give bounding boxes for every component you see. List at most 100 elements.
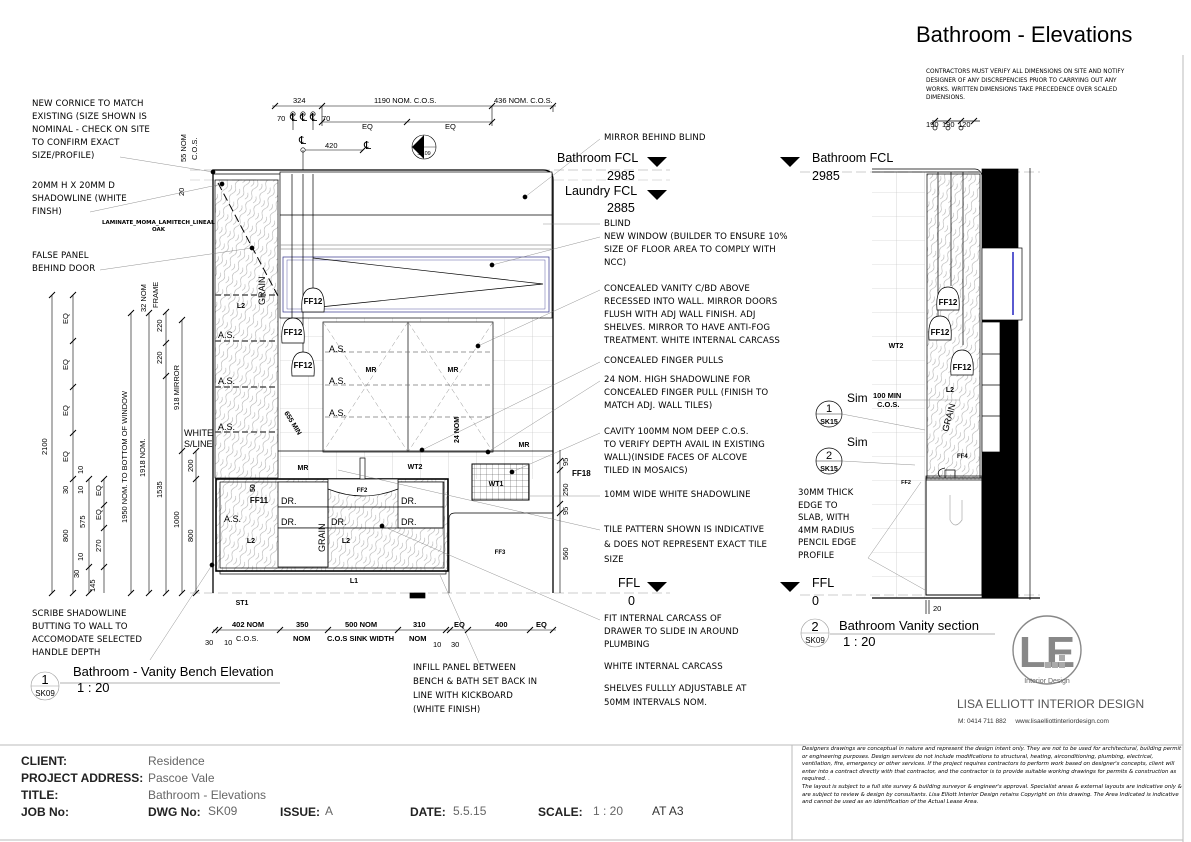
date-label: DATE: [410,805,446,819]
dim-10: 10 [76,466,85,474]
dim-190: 190 [942,120,955,129]
level-laundry-fcl-value: 2885 [607,201,635,215]
page-title: Bathroom - Elevations [916,22,1133,47]
dim-32: 32 NOM [139,284,148,312]
dim-120: 120 [958,120,971,129]
dim-200: 200 [186,459,195,472]
level-bathroom-fcl: Bathroom FCL [812,151,894,165]
tag-ff12: FF12 [931,328,950,337]
tag-ff12: FF12 [939,298,958,307]
tag-ff12: FF12 [294,361,313,370]
dim-eq: EQ [94,485,103,496]
tag-wt2: WT2 [408,464,423,471]
note-fit-carcass: FIT INTERNAL CARCASS OF DRAWER TO SLIDE … [604,614,739,650]
dim-eq: EQ [94,509,103,520]
issue-value: A [325,804,334,818]
note-mirror-behind-blind: MIRROR BEHIND BLIND [604,133,706,143]
tag-grain: GRAIN [257,276,267,305]
note-new-window: NEW WINDOW (BUILDER TO ENSURE 10% SIZE O… [604,232,788,268]
dim-55: 55 NOM [179,134,188,162]
tag-ff18: FF18 [572,469,591,478]
section-callout-marker[interactable] [411,134,437,160]
level-bathroom-fcl-value: 2985 [812,169,840,183]
tag-drawer: DR. [331,517,347,527]
tag-as: A.S. [218,422,235,432]
dim-eq: EQ [454,620,465,629]
note-shadowline: 20MM H X 20MM D SHADOWLINE (WHITE FINSH) [32,181,127,217]
tag-wt2: WT2 [889,343,904,350]
dim-2100: 2100 [40,438,49,455]
tag-l1: L1 [350,578,358,585]
date-value: 5.5.15 [453,804,487,818]
dim-30: 30 [61,486,70,494]
dim-560: 560 [561,547,570,560]
tag-ff12: FF12 [284,328,303,337]
section-callout-sheet: SK09 [417,151,430,157]
detail-ref-sheet: SK15 [820,466,838,473]
tag-as: A.S. [329,344,346,354]
dim-20: 20 [933,604,941,613]
view-number: 2 [811,619,818,634]
note-laminate: LAMINATE_MOMA_LAMITECH_LINEAL [102,220,215,226]
dim-1190: 1190 NOM. C.O.S. [374,96,436,105]
issue-label: ISSUE: [280,805,321,819]
title-label: TITLE: [21,788,59,802]
scale-value: 1 : 20 [593,804,624,818]
tag-l2: L2 [247,538,255,545]
tag-grain: GRAIN [317,523,327,552]
level-markers [647,157,800,592]
note-concealed-vanity: CONCEALED VANITY C/BD ABOVE RECESSED INT… [604,284,780,346]
note-thick-edge: 30MM THICK EDGE TO SLAB, WITH 4MM RADIUS… [798,488,857,561]
paper-size: AT A3 [652,804,684,818]
dim-250: 250 [561,483,570,496]
dim-575: 575 [78,515,87,528]
tag-ff3: FF3 [495,550,506,556]
dim-nom: NOM [293,634,311,643]
job-label: JOB No: [21,805,69,819]
title-value: Bathroom - Elevations [148,788,267,802]
tag-mr: MR [366,367,377,374]
note-cornice: NEW CORNICE TO MATCH EXISTING (SIZE SHOW… [32,99,150,161]
bath [448,512,553,593]
sim-label: Sim [847,391,868,405]
dim-1000: 1000 [172,511,181,528]
dim-800: 800 [61,529,70,542]
view-sheet: SK09 [35,689,55,698]
tag-wt1: WT1 [489,481,504,488]
tag-drawer: DR. [281,517,297,527]
dim-10: 10 [433,640,441,649]
note-laminate-oak: OAK [152,227,166,233]
dim-100-min: 100 MIN [873,391,901,400]
wall-niche-mosaic [471,463,530,501]
detail-ref-sheet: SK15 [820,419,838,426]
level-ffl-value: 0 [628,594,635,608]
tag-ff4: FF4 [957,454,968,460]
logo-subtitle: Interior Design [1024,678,1070,685]
tag-as: A.S. [224,514,241,524]
tag-l2: L2 [946,387,954,394]
view-2-name: Bathroom Vanity section [839,618,979,633]
scale-label: SCALE: [538,805,583,819]
dim-cos: C.O.S. [236,634,259,643]
dim-cos: C.O.S. [877,400,900,409]
dim-436: 436 NOM. C.O.S. [494,96,553,105]
dim-24-nom: 24 NOM [454,417,461,443]
tag-l2: L2 [342,538,350,545]
pendant-lights [281,174,325,377]
centerline-symbol: ℄ [299,112,307,124]
client-label: CLIENT: [21,754,67,768]
view-number: 1 [41,672,48,687]
logo-monogram: LE [1019,628,1075,677]
dim-eq: EQ [445,122,456,131]
disclaimer-paragraph: The layout is subject to a full site sur… [802,783,1182,806]
note-false-panel: FALSE PANEL BEHIND DOOR [32,251,96,274]
section-vanity [925,477,983,596]
contractor-note: CONTRACTORS MUST VERIFY ALL DIMENSIONS O… [926,69,1125,102]
tag-as: A.S. [218,376,235,386]
sim-label: Sim [847,435,868,449]
kickboard [219,570,447,575]
dim-10: 10 [76,486,85,494]
dim-cos: C.O.S. [190,137,199,160]
level-bathroom-fcl: Bathroom FCL [557,151,639,165]
level-ffl: FFL [618,576,641,590]
